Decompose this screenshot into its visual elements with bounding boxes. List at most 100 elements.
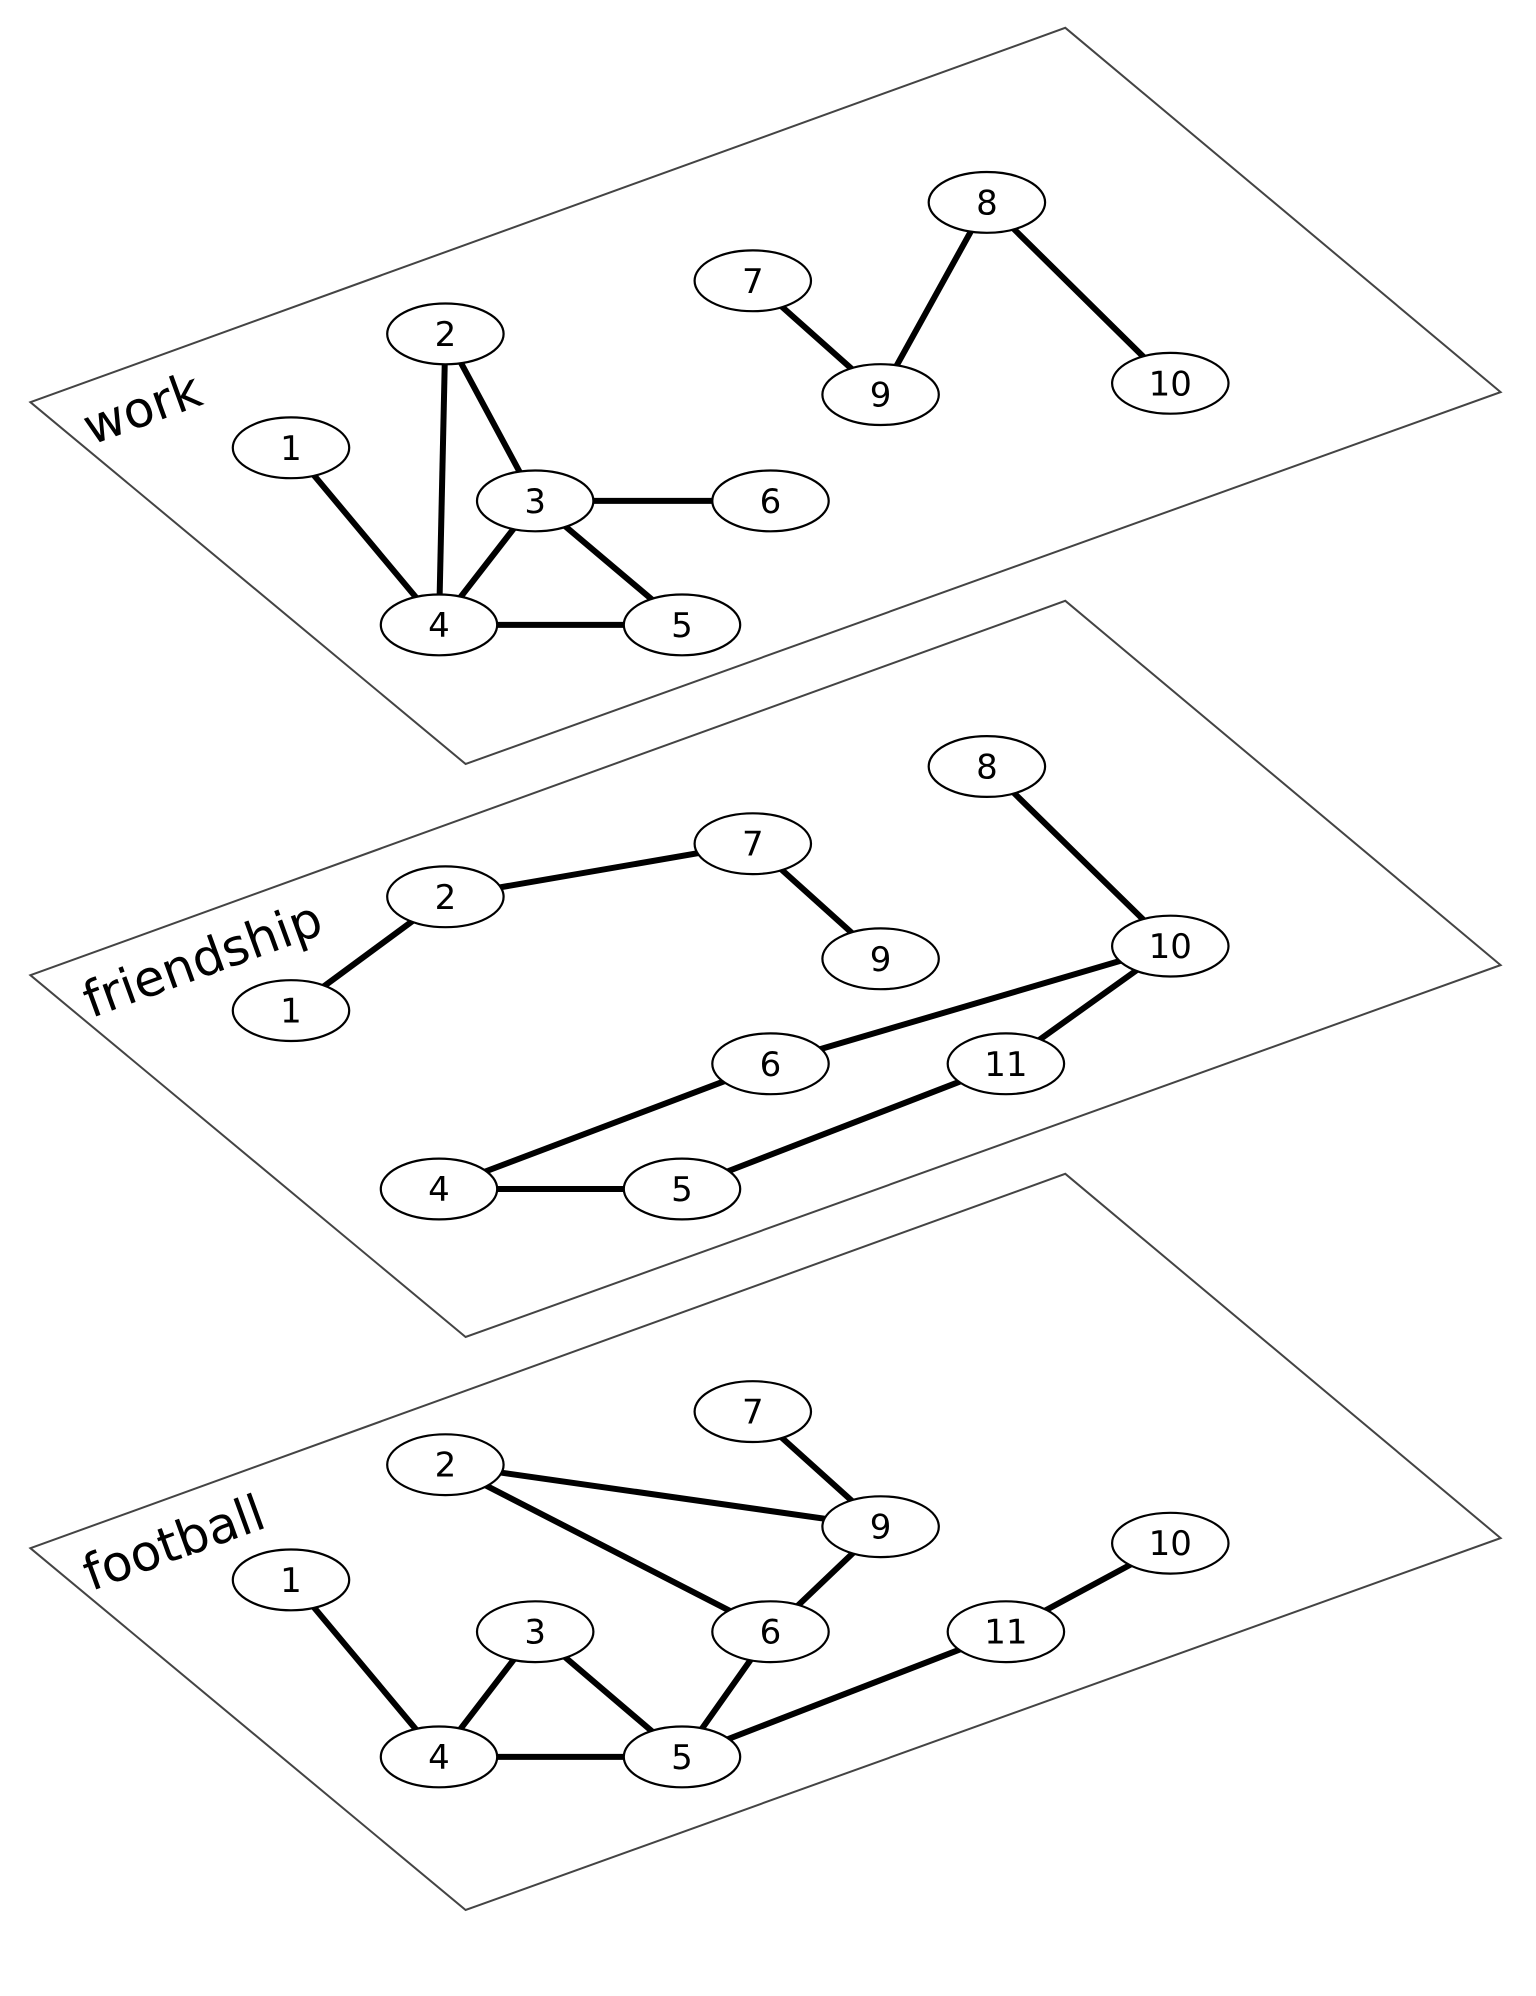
node-shape	[1111, 1511, 1230, 1575]
node-label: 7	[742, 825, 764, 865]
node-label: 5	[671, 1170, 693, 1210]
edge-8-10	[984, 200, 1173, 386]
node-3: 3	[475, 1600, 595, 1664]
node-3: 3	[475, 469, 595, 533]
node-9: 9	[821, 363, 940, 427]
node-shape	[821, 927, 940, 991]
node-shape	[1111, 351, 1230, 415]
node-shape	[386, 1433, 505, 1497]
node-label: 7	[742, 1393, 764, 1433]
edge-8-9	[877, 200, 990, 397]
edge-10-6	[769, 943, 1172, 1067]
node-4: 4	[379, 1157, 499, 1221]
node-shape	[693, 812, 813, 876]
node-label: 5	[671, 1738, 693, 1778]
node-10: 10	[1111, 351, 1230, 415]
node-label: 10	[1149, 1524, 1192, 1564]
node-shape	[693, 1380, 813, 1444]
node-label: 2	[435, 878, 457, 918]
node-11: 11	[946, 1600, 1066, 1664]
node-label: 6	[760, 1045, 782, 1085]
node-label: 11	[984, 1045, 1027, 1085]
node-shape	[622, 593, 742, 657]
node-shape	[622, 1157, 742, 1221]
node-shape	[821, 363, 940, 427]
node-6: 6	[711, 1600, 830, 1664]
node-2: 2	[386, 865, 505, 929]
node-5: 5	[622, 1157, 742, 1221]
node-label: 10	[1149, 927, 1192, 967]
node-label: 8	[976, 748, 998, 788]
edge-2-6	[444, 1462, 772, 1635]
node-shape	[475, 469, 595, 533]
node-10: 10	[1111, 1511, 1230, 1575]
nodes: 1 2 3 4 5 6 7 9 10 11	[231, 1380, 1230, 1789]
node-label: 9	[870, 376, 892, 416]
node-shape	[386, 302, 505, 366]
node-shape	[693, 249, 813, 313]
node-shape	[379, 1157, 499, 1221]
node-label: 9	[870, 940, 892, 980]
edge-2-9	[444, 1461, 882, 1530]
node-shape	[1111, 914, 1230, 978]
node-label: 4	[428, 1170, 450, 1210]
node-4: 4	[379, 1725, 499, 1789]
node-label: 9	[870, 1508, 892, 1548]
node-label: 4	[428, 1738, 450, 1778]
node-2: 2	[386, 302, 505, 366]
layer-plane	[28, 1172, 1503, 1912]
node-shape	[927, 170, 1047, 234]
node-label: 11	[984, 1613, 1027, 1653]
edge-1-4	[288, 1577, 442, 1759]
node-label: 5	[671, 606, 693, 646]
edge-1-4	[288, 445, 442, 627]
node-label: 3	[524, 1613, 546, 1653]
node-1: 1	[231, 979, 351, 1043]
node-7: 7	[693, 1380, 813, 1444]
node-label: 2	[435, 315, 457, 355]
node-shape	[711, 1600, 830, 1664]
node-6: 6	[711, 469, 830, 533]
node-shape	[231, 979, 351, 1043]
node-shape	[711, 469, 830, 533]
edge-8-10	[984, 764, 1173, 949]
node-label: 4	[428, 606, 450, 646]
node-shape	[946, 1600, 1066, 1664]
node-1: 1	[231, 1548, 351, 1612]
node-shape	[379, 593, 499, 657]
node-label: 6	[760, 1613, 782, 1653]
node-2: 2	[386, 1433, 505, 1497]
node-label: 2	[435, 1446, 457, 1486]
node-shape	[231, 416, 351, 480]
edge-11-5	[680, 1061, 1007, 1192]
node-shape	[927, 734, 1047, 798]
node-label: 6	[760, 482, 782, 522]
node-7: 7	[693, 812, 813, 876]
node-label: 1	[280, 1561, 302, 1601]
node-shape	[946, 1032, 1066, 1096]
node-shape	[711, 1032, 830, 1096]
node-9: 9	[821, 1495, 940, 1559]
nodes: 1 2 4 5 6 7 8 9 10 11	[231, 734, 1230, 1221]
node-1: 1	[231, 416, 351, 480]
node-10: 10	[1111, 914, 1230, 978]
node-5: 5	[622, 593, 742, 657]
node-7: 7	[693, 249, 813, 313]
node-5: 5	[622, 1725, 742, 1789]
node-4: 4	[379, 593, 499, 657]
node-shape	[231, 1548, 351, 1612]
node-label: 10	[1149, 364, 1192, 404]
node-shape	[379, 1725, 499, 1789]
node-shape	[475, 1600, 595, 1664]
node-label: 1	[280, 429, 302, 469]
node-9: 9	[821, 927, 940, 991]
node-11: 11	[946, 1032, 1066, 1096]
node-6: 6	[711, 1032, 830, 1096]
node-label: 3	[524, 482, 546, 522]
node-shape	[622, 1725, 742, 1789]
